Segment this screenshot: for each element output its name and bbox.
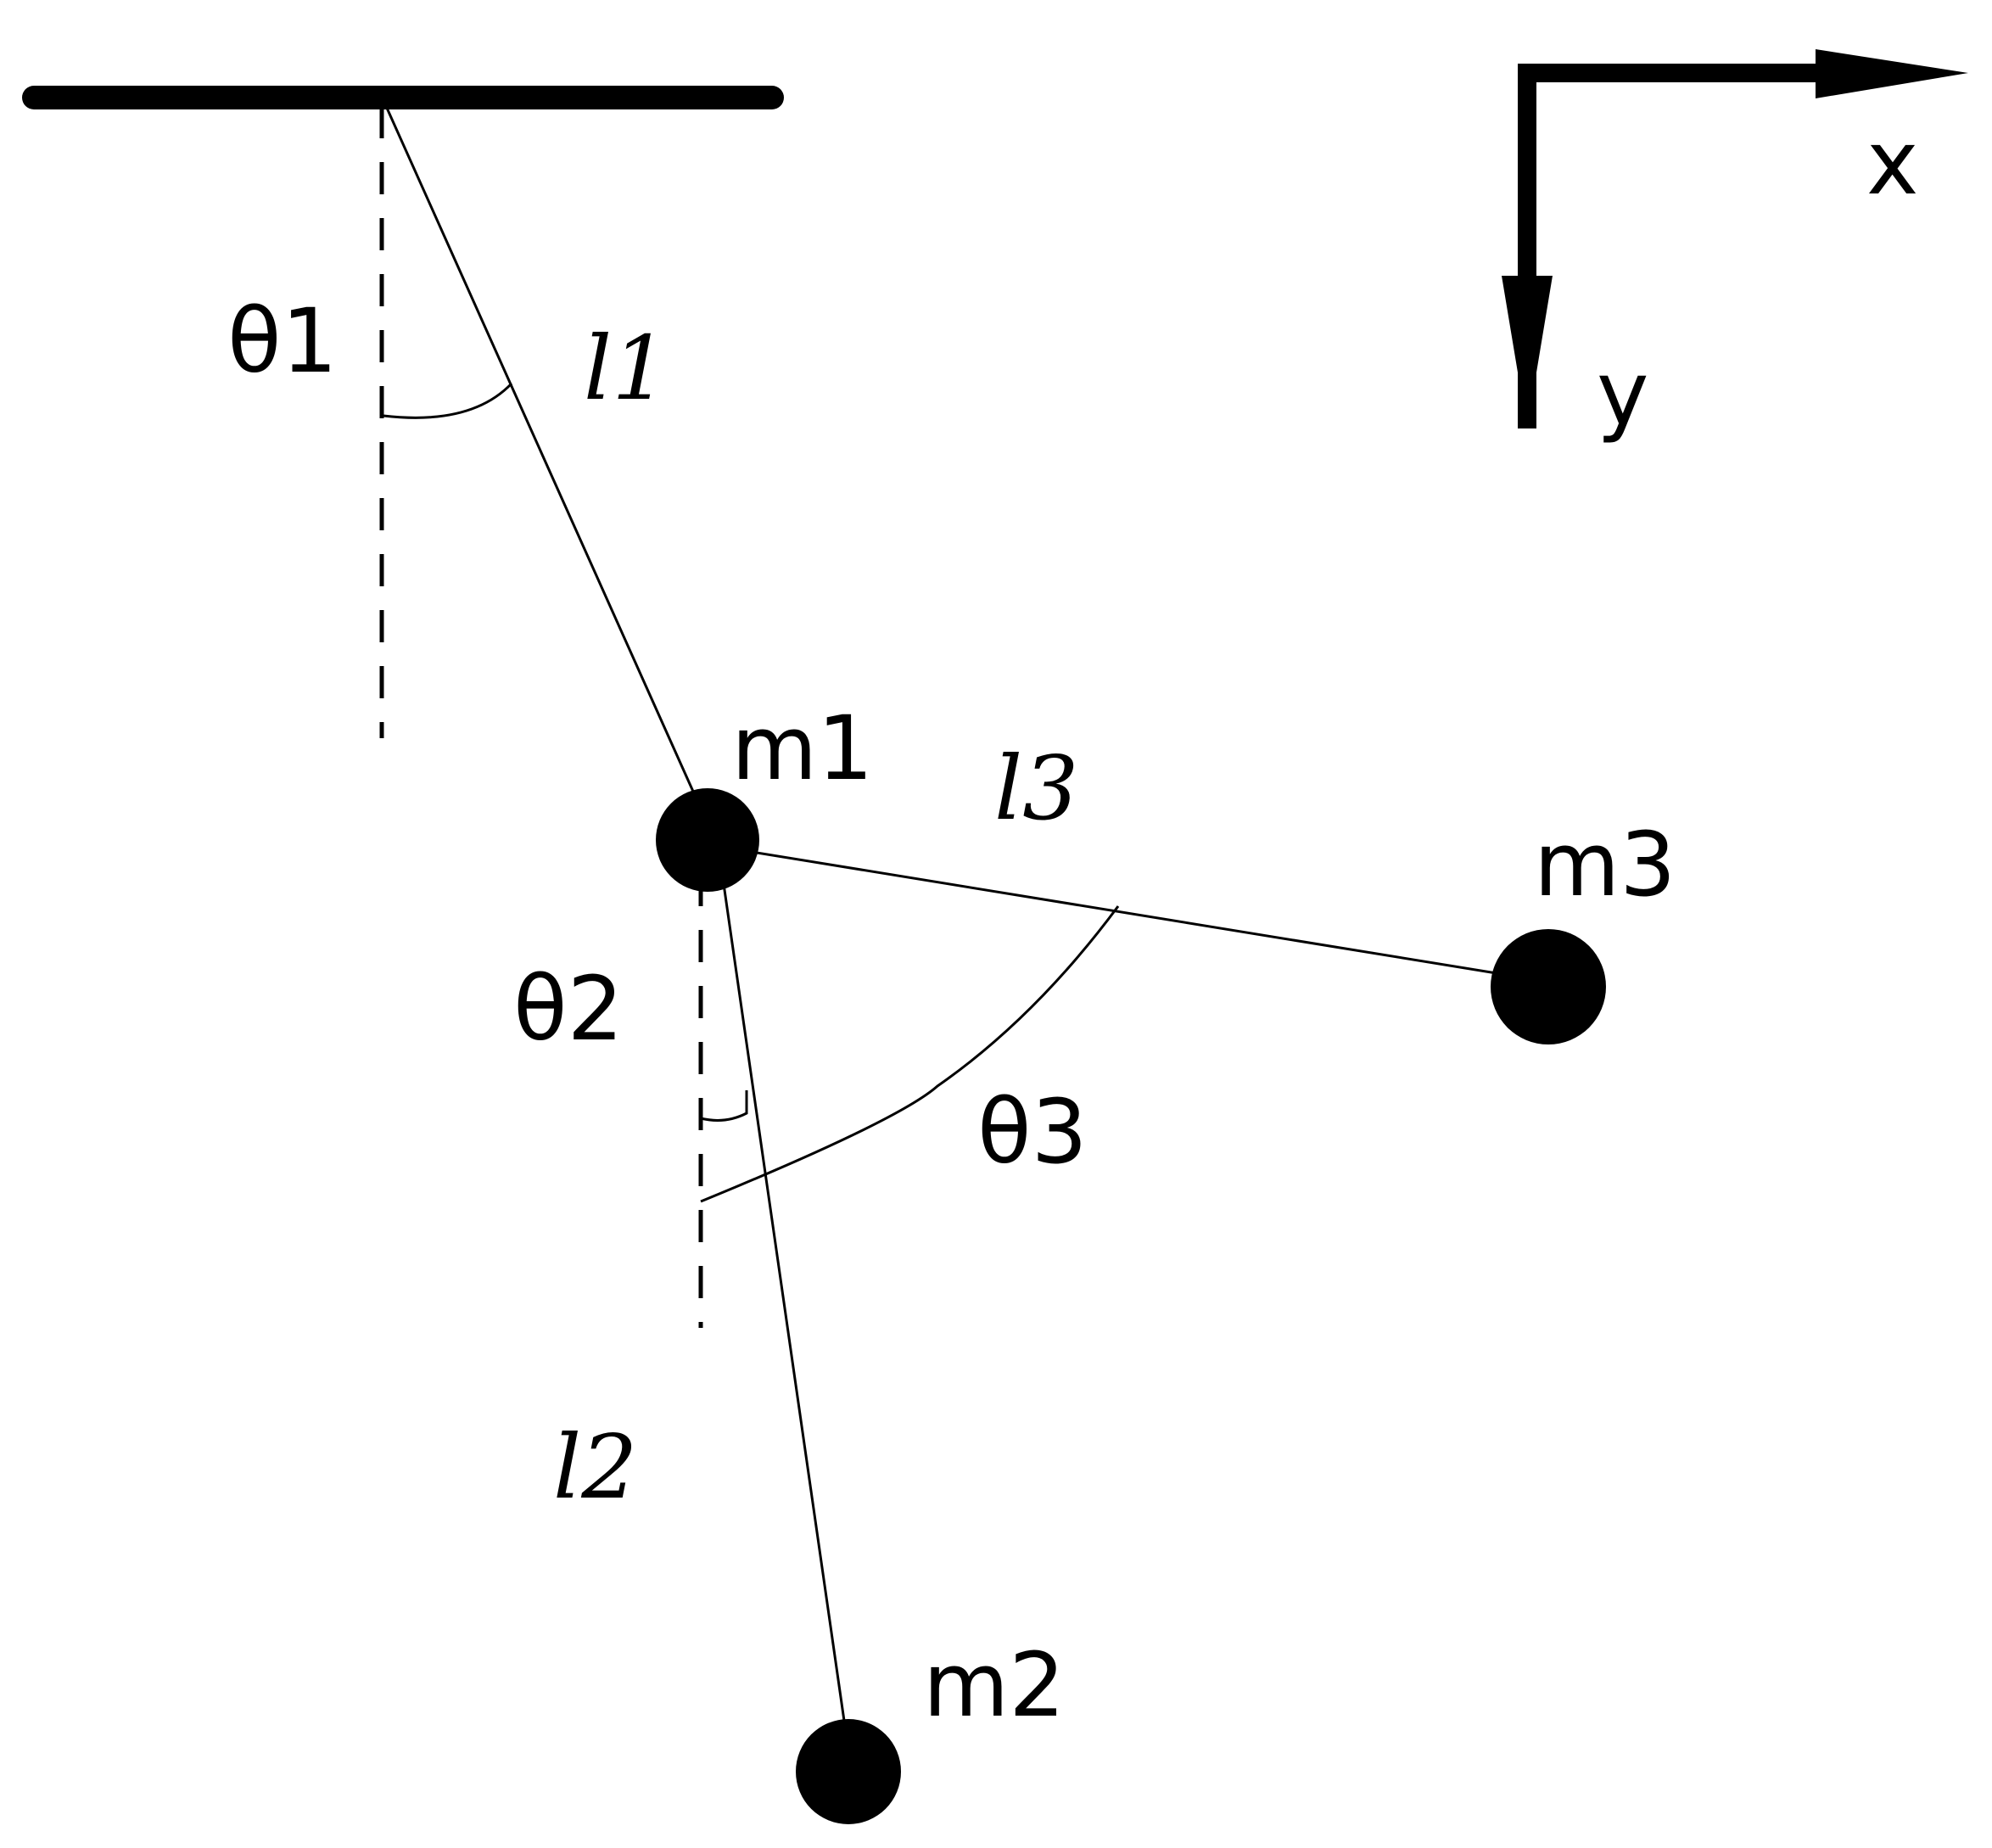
- y-axis-arrowhead: [1502, 276, 1553, 428]
- l2-label: l2: [553, 1415, 637, 1519]
- angle-arc-theta2: [700, 1090, 748, 1122]
- mass-m3: [1491, 929, 1606, 1044]
- mass-m2: [796, 1719, 901, 1824]
- m2-label: m2: [923, 1633, 1065, 1737]
- axes-corner: [1518, 64, 1837, 428]
- rod-l1: [384, 105, 696, 794]
- mass-m1: [656, 788, 759, 892]
- x-axis-arrowhead: [1816, 49, 1968, 98]
- rod-l3: [746, 849, 1502, 976]
- x-axis-label: x: [1866, 111, 1919, 215]
- y-axis-label: y: [1597, 342, 1649, 445]
- theta1-label: θ1: [227, 289, 338, 393]
- l1-label: l1: [584, 316, 668, 420]
- theta2-label: θ2: [513, 957, 624, 1061]
- m3-label: m3: [1534, 813, 1676, 916]
- angle-arc-theta3: [700, 905, 1120, 1203]
- rod-l2: [721, 877, 846, 1722]
- coordinate-axes: x y: [1502, 49, 1968, 445]
- angle-arc-theta1: [383, 382, 513, 419]
- l3-label: l3: [994, 736, 1078, 840]
- theta3-label: θ3: [977, 1080, 1088, 1184]
- m1-label: m1: [731, 697, 873, 800]
